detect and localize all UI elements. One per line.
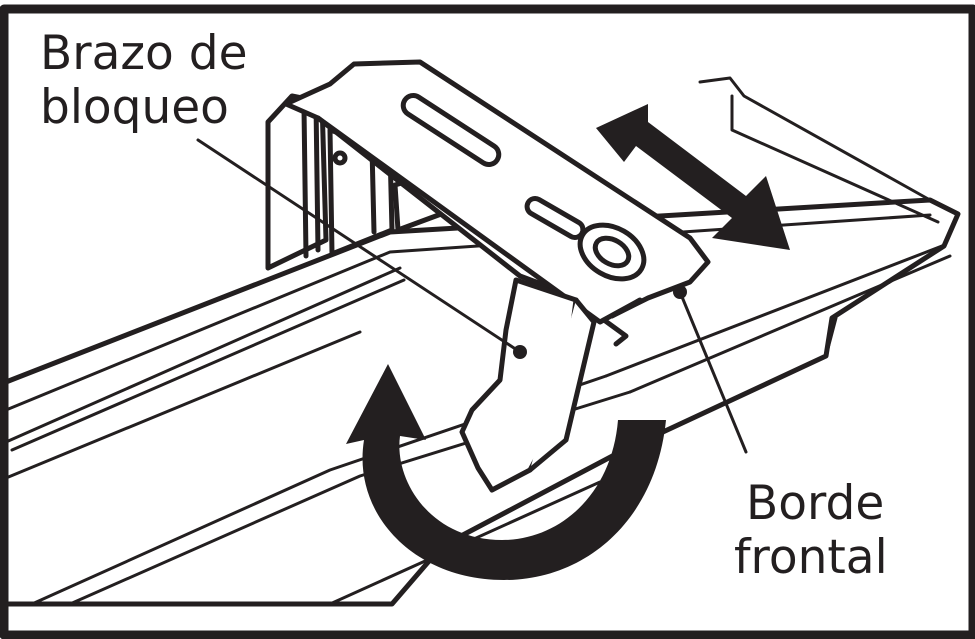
curved-arrow-icon [346, 364, 666, 580]
leader-lines [196, 138, 748, 454]
bracket-top-plate [283, 59, 711, 325]
label-front-edge-line1: Borde [746, 476, 885, 531]
label-front-edge-line2: frontal [734, 530, 888, 585]
label-locking-arm-line1: Brazo de [40, 26, 248, 81]
leader-dot-front-edge [673, 285, 687, 299]
figure-border [0, 4, 975, 639]
leader-dot-locking-arm [513, 345, 527, 359]
label-locking-arm-line2: bloqueo [40, 80, 229, 135]
locking-arm [459, 277, 629, 493]
leader-front-edge [678, 290, 748, 454]
double-headed-arrow-icon [596, 104, 790, 250]
leader-locking-arm [196, 138, 522, 354]
